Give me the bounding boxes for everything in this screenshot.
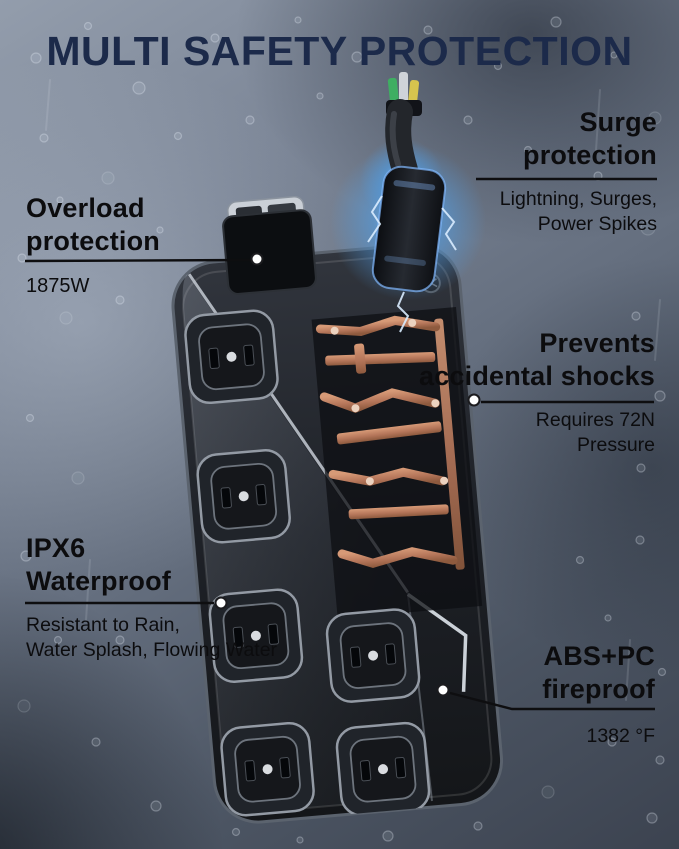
power-cable	[385, 72, 422, 183]
callout-ipx6-waterproof: IPX6 Waterproof Resistant to Rain, Water…	[26, 532, 277, 664]
callout-fireproof: ABS+PC fireproof 1382 °F	[542, 640, 655, 749]
outlet-grid	[184, 309, 431, 817]
fireproof-desc: 1382 °F	[586, 724, 655, 747]
shocks-desc: Requires 72N Pressure	[535, 408, 655, 457]
overload-desc: 1875W	[26, 274, 90, 297]
electric-arcs	[367, 195, 457, 333]
shocks-title: Prevents accidental shocks	[418, 328, 655, 391]
power-plug-assembly	[330, 72, 486, 333]
callout-overload-protection: Overload protection 1875W	[26, 192, 160, 299]
surge-desc: Lightning, Surges, Power Spikes	[499, 187, 657, 236]
leader-waterproof	[25, 596, 228, 610]
fireproof-title: ABS+PC fireproof	[542, 641, 655, 704]
outlet	[184, 309, 279, 405]
outlet	[196, 449, 291, 544]
outlet	[325, 608, 421, 703]
leader-overload	[24, 252, 264, 266]
overload-title: Overload protection	[26, 193, 160, 256]
surge-title: Surge protection	[523, 107, 657, 170]
leader-shocks	[467, 393, 654, 407]
outlet	[220, 721, 315, 817]
outlet	[335, 721, 431, 817]
page-title: MULTI SAFETY PROTECTION	[46, 28, 633, 74]
copper-contacts	[311, 307, 483, 619]
breaker-module	[222, 195, 317, 295]
callout-accidental-shocks: Prevents accidental shocks Requires 72N …	[419, 327, 655, 459]
outlet	[208, 588, 304, 683]
power-strip-body	[171, 195, 504, 824]
waterproof-title: IPX6 Waterproof	[26, 533, 171, 596]
waterproof-desc: Resistant to Rain, Water Splash, Flowing…	[26, 613, 278, 662]
callout-surge-protection: Surge protection Lightning, Surges, Powe…	[500, 106, 657, 238]
leader-fireproof	[436, 683, 655, 711]
